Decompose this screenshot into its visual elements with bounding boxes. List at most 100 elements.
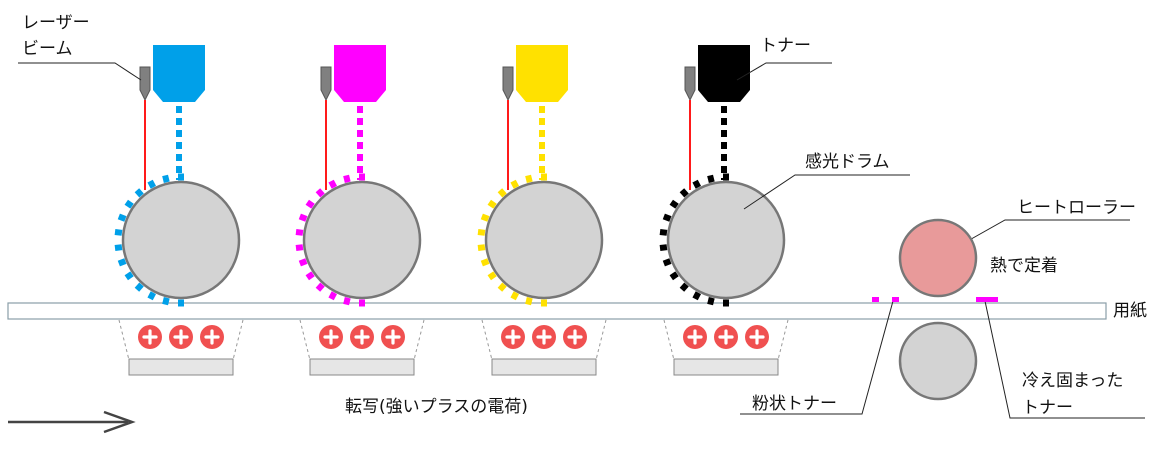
laser-emitter-magenta bbox=[320, 66, 332, 102]
leader-drum bbox=[743, 174, 910, 210]
transfer-field-cyan bbox=[118, 319, 244, 361]
transfer-field-black bbox=[663, 319, 789, 361]
label-heat-fixing: 熱で定着 bbox=[990, 256, 1058, 276]
toner-cartridge-magenta bbox=[334, 45, 386, 102]
toner-particle-black bbox=[662, 258, 672, 267]
toner-particle-black bbox=[659, 229, 668, 236]
toner-particle-cyan bbox=[124, 199, 134, 209]
toner-particle-cyan bbox=[147, 179, 157, 189]
toner-particle-yellow bbox=[525, 174, 533, 183]
toner-particle-black bbox=[662, 213, 672, 222]
plus-circle-icon bbox=[563, 325, 587, 349]
plus-circle-icon bbox=[714, 325, 738, 349]
charge-plus-sign bbox=[385, 329, 401, 345]
arrow-head bbox=[103, 410, 136, 434]
label-powder-toner: 粉状トナー bbox=[752, 394, 837, 414]
toner-particle-magenta bbox=[343, 174, 351, 183]
charge-plus-sign bbox=[567, 329, 583, 345]
right-arrow-icon bbox=[8, 410, 136, 434]
pressure-roller bbox=[898, 321, 978, 401]
toner-particle-yellow bbox=[477, 229, 486, 236]
photosensitive-drum-yellow bbox=[484, 180, 604, 300]
plus-circle-icon bbox=[350, 325, 374, 349]
toner-particle-black bbox=[707, 174, 715, 183]
plus-circle-icon bbox=[319, 325, 343, 349]
toner-particle-black bbox=[679, 282, 689, 292]
leader-powder-toner bbox=[740, 300, 894, 415]
transfer-field-yellow bbox=[481, 319, 607, 361]
toner-particle-yellow bbox=[497, 188, 507, 198]
toner-particle-cyan bbox=[178, 173, 184, 181]
toner-particle-magenta bbox=[305, 271, 315, 281]
charge-plus-sign bbox=[718, 329, 734, 345]
plus-circle-icon bbox=[169, 325, 193, 349]
label-transfer: 転写(強いプラスの電荷) bbox=[345, 397, 528, 417]
toner-particle-magenta bbox=[298, 258, 308, 267]
label-heat-roller: ヒートローラー bbox=[1017, 198, 1136, 218]
plus-circle-icon bbox=[683, 325, 707, 349]
plus-circle-icon bbox=[745, 325, 769, 349]
station-black bbox=[659, 45, 789, 376]
charge-plus-sign bbox=[354, 329, 370, 345]
laser-emitter-black bbox=[684, 66, 696, 102]
station-yellow bbox=[477, 45, 607, 376]
toner-cartridge-yellow bbox=[516, 45, 568, 102]
laser-emitter-cyan bbox=[139, 66, 151, 102]
toner-particle-yellow bbox=[477, 244, 486, 251]
toner-particle-cyan bbox=[162, 174, 170, 183]
label-laser-beam: レーザー ビーム bbox=[22, 10, 90, 62]
powder-toner-particle bbox=[872, 297, 879, 302]
station-magenta bbox=[295, 45, 425, 376]
toner-particle-yellow bbox=[487, 199, 497, 209]
toner-particle-yellow bbox=[541, 299, 547, 307]
toner-particle-magenta bbox=[328, 291, 338, 301]
charge-plus-sign bbox=[749, 329, 765, 345]
leader-laser-beam bbox=[18, 62, 142, 81]
transfer-field-magenta bbox=[299, 319, 425, 361]
plus-circle-icon bbox=[200, 325, 224, 349]
toner-particle-yellow bbox=[525, 297, 533, 306]
charge-plus-sign bbox=[173, 329, 189, 345]
toner-particle-magenta bbox=[295, 244, 304, 251]
toner-particle-cyan bbox=[134, 188, 144, 198]
toner-particle-black bbox=[669, 199, 679, 209]
toner-particle-black bbox=[692, 179, 702, 189]
label-toner: トナー bbox=[760, 36, 811, 56]
charge-plus-sign bbox=[142, 329, 158, 345]
toner-particle-magenta bbox=[328, 179, 338, 189]
toner-particle-magenta bbox=[298, 213, 308, 222]
label-paper: 用紙 bbox=[1113, 301, 1147, 321]
charge-plus-sign bbox=[323, 329, 339, 345]
label-solidified-toner-line1: 冷え固まった bbox=[1022, 371, 1124, 391]
transfer-electrode-black bbox=[673, 358, 779, 376]
plus-circle-icon bbox=[138, 325, 162, 349]
photosensitive-drum-cyan bbox=[121, 180, 241, 300]
heat-roller bbox=[898, 218, 978, 298]
toner-particle-black bbox=[707, 297, 715, 306]
toner-particle-cyan bbox=[124, 271, 134, 281]
toner-particle-magenta bbox=[305, 199, 315, 209]
toner-particle-black bbox=[723, 173, 729, 181]
toner-particle-cyan bbox=[178, 299, 184, 307]
leader-toner bbox=[736, 62, 832, 81]
toner-particle-black bbox=[679, 188, 689, 198]
toner-particle-yellow bbox=[487, 271, 497, 281]
toner-particle-black bbox=[692, 291, 702, 301]
leader-solidified-toner bbox=[984, 300, 1145, 419]
charge-plus-sign bbox=[687, 329, 703, 345]
toner-particle-cyan bbox=[114, 244, 123, 251]
toner-particle-black bbox=[669, 271, 679, 281]
label-solidified-toner: 冷え固まった トナー bbox=[1022, 368, 1123, 422]
plus-circle-icon bbox=[532, 325, 556, 349]
toner-particle-yellow bbox=[480, 258, 490, 267]
laser-emitter-yellow bbox=[502, 66, 514, 102]
toner-particle-black bbox=[659, 244, 668, 251]
paper-sheet bbox=[7, 302, 1107, 320]
charge-plus-sign bbox=[204, 329, 220, 345]
label-photosensitive-drum: 感光ドラム bbox=[805, 152, 890, 172]
toner-cartridge-cyan bbox=[153, 45, 205, 102]
toner-particle-magenta bbox=[343, 297, 351, 306]
toner-particle-magenta bbox=[359, 173, 365, 181]
